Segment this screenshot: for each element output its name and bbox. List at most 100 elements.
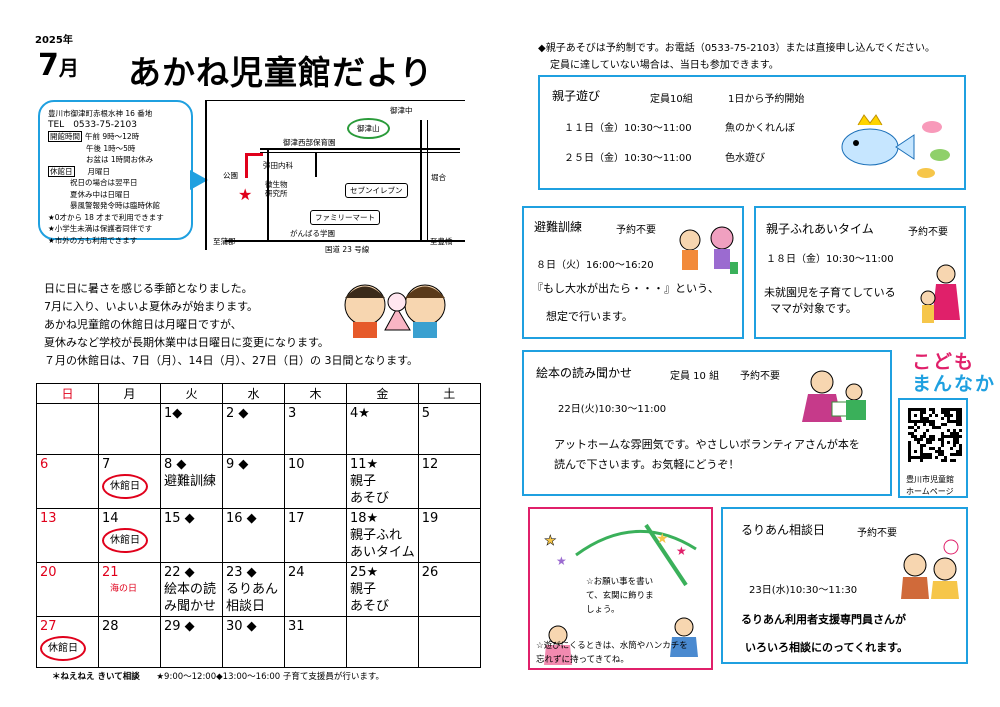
closed-note1: 祝日の場合は翌平日 bbox=[70, 178, 138, 187]
ehon-line: アットホームな雰囲気です。やさしいボランティアさんが本を bbox=[554, 438, 860, 451]
calendar-day-cell bbox=[346, 616, 419, 668]
qr-module bbox=[929, 420, 932, 423]
qr-module bbox=[929, 435, 932, 438]
tanabata-bamboo-icon: ★ ★ ★ ★ bbox=[544, 523, 698, 665]
day-number: 2 ◆ bbox=[226, 406, 249, 421]
map-label: 御津中 bbox=[390, 106, 413, 115]
day-number: 17 bbox=[288, 511, 305, 526]
calendar-day-cell: 29 ◆ bbox=[160, 616, 223, 668]
qr-module bbox=[941, 459, 944, 462]
qr-module bbox=[953, 441, 956, 444]
qr-module bbox=[932, 411, 935, 414]
children-icecream-icon bbox=[344, 284, 446, 338]
closed-row: 休館日月曜日 bbox=[48, 165, 183, 178]
qr-module bbox=[908, 414, 911, 417]
qr-module bbox=[920, 411, 923, 414]
event-activity: 色水遊び bbox=[725, 153, 765, 164]
day-number: 5 bbox=[421, 406, 431, 421]
panel-title: 親子遊び bbox=[552, 89, 601, 103]
qr-caption: ホームページ bbox=[906, 487, 954, 496]
calendar-footnote: ＊ねえねえ きいて相談 ★9:00～12:00◆13:00～16:00 子育て支… bbox=[52, 670, 384, 682]
qr-module bbox=[944, 408, 947, 411]
reservation-line: 定員に達していない場合は、当日も参加できます。 bbox=[550, 60, 779, 71]
calendar-day-cell: 15 ◆ bbox=[160, 508, 223, 563]
map-mitsuyama: 御津山 bbox=[347, 118, 390, 139]
hours-row: 開館時間午前 9時～12時 bbox=[48, 131, 183, 143]
calendar-day-cell: 23 ◆ るりあん 相談日 bbox=[222, 562, 285, 617]
qr-module bbox=[920, 414, 923, 417]
qr-module bbox=[929, 456, 932, 459]
map-border bbox=[205, 100, 465, 101]
qr-module bbox=[920, 444, 923, 447]
closed-day-badge: 休館日 bbox=[102, 474, 148, 499]
kodomo-logo: こども まんなか bbox=[912, 351, 996, 395]
day-number: 23 ◆ bbox=[226, 565, 257, 580]
event-date: １１日（金）10:30～11:00 bbox=[564, 123, 692, 134]
qr-module bbox=[938, 453, 941, 456]
closed-day-badge: 休館日 bbox=[102, 528, 148, 553]
no-reservation: 予約不要 bbox=[740, 371, 780, 382]
qr-module bbox=[941, 444, 944, 447]
newsletter-title: あかね児童館だより bbox=[128, 53, 434, 92]
calendar-day-cell: 20 bbox=[36, 562, 99, 617]
qr-module bbox=[959, 447, 962, 450]
qr-code-icon[interactable] bbox=[908, 408, 962, 462]
qr-module bbox=[908, 459, 911, 462]
day-number: 21 bbox=[102, 565, 119, 580]
qr-module bbox=[941, 432, 944, 435]
calendar-day-cell: 16 ◆ bbox=[222, 508, 285, 563]
qr-module bbox=[947, 417, 950, 420]
qr-module bbox=[947, 414, 950, 417]
qr-module bbox=[956, 420, 959, 423]
qr-module bbox=[932, 420, 935, 423]
calendar-day-cell bbox=[417, 616, 481, 668]
day-number: 4★ bbox=[350, 406, 370, 421]
qr-module bbox=[926, 417, 929, 420]
calendar-event: るりあん 相談日 bbox=[226, 582, 279, 614]
qr-module bbox=[908, 441, 911, 444]
calendar-day-cell: 28 bbox=[98, 616, 161, 668]
no-reservation: 予約不要 bbox=[616, 225, 656, 236]
qr-module bbox=[923, 453, 926, 456]
map-label: 御津西部保育園 bbox=[283, 138, 336, 147]
qr-module bbox=[920, 450, 923, 453]
qr-module bbox=[917, 420, 920, 423]
qr-module bbox=[956, 438, 959, 441]
panel-title: 避難訓練 bbox=[534, 220, 583, 234]
day-number: 20 bbox=[40, 565, 57, 580]
qr-module bbox=[908, 456, 911, 459]
calendar-day-cell: 17 bbox=[284, 508, 347, 563]
qr-module bbox=[908, 417, 911, 420]
qr-module bbox=[914, 420, 917, 423]
day-number: 29 ◆ bbox=[164, 619, 195, 634]
school-note: ★小学生未満は保護者同伴です bbox=[48, 224, 153, 233]
qr-module bbox=[944, 423, 947, 426]
facility-info: 豊川市御津町赤根水神 16 番地 TEL 0533-75-2103 開館時間午前… bbox=[38, 100, 193, 245]
qr-module bbox=[911, 456, 914, 459]
map-label: 微生物 研究所 bbox=[265, 180, 288, 198]
reservation-note: ◆親子あそびは予約制です。お電話（0533-75-2103）または直接申し込んで… bbox=[538, 40, 935, 74]
qr-module bbox=[932, 438, 935, 441]
qr-module bbox=[956, 453, 959, 456]
calendar-day-cell: 8 ◆避難訓練 bbox=[160, 454, 223, 509]
qr-module bbox=[929, 438, 932, 441]
day-number: 10 bbox=[288, 457, 305, 472]
qr-caption: 豊川市児童館 bbox=[906, 475, 954, 484]
day-number: 8 ◆ bbox=[164, 457, 187, 472]
qr-module bbox=[953, 435, 956, 438]
qr-module bbox=[920, 453, 923, 456]
tanabata-wish: ☆お願い事を書い て、玄関に飾りま しょう。 bbox=[586, 575, 654, 617]
calendar-day-cell: 31 bbox=[284, 616, 347, 668]
event-date: ２５日（金）10:30～11:00 bbox=[564, 153, 692, 164]
qr-module bbox=[938, 438, 941, 441]
map-road bbox=[267, 148, 269, 240]
calendar-day-cell: 18★親子ふれ あいタイム bbox=[346, 508, 419, 563]
qr-module bbox=[953, 408, 956, 411]
calendar-day-cell bbox=[98, 403, 161, 455]
address: 豊川市御津町赤根水神 16 番地 bbox=[48, 109, 153, 118]
qr-panel: 豊川市児童館 ホームページ bbox=[898, 398, 968, 498]
fureai-panel: 親子ふれあいタイム 予約不要 １８日（金）10:30～11:00 未就園児を子育… bbox=[754, 206, 966, 339]
